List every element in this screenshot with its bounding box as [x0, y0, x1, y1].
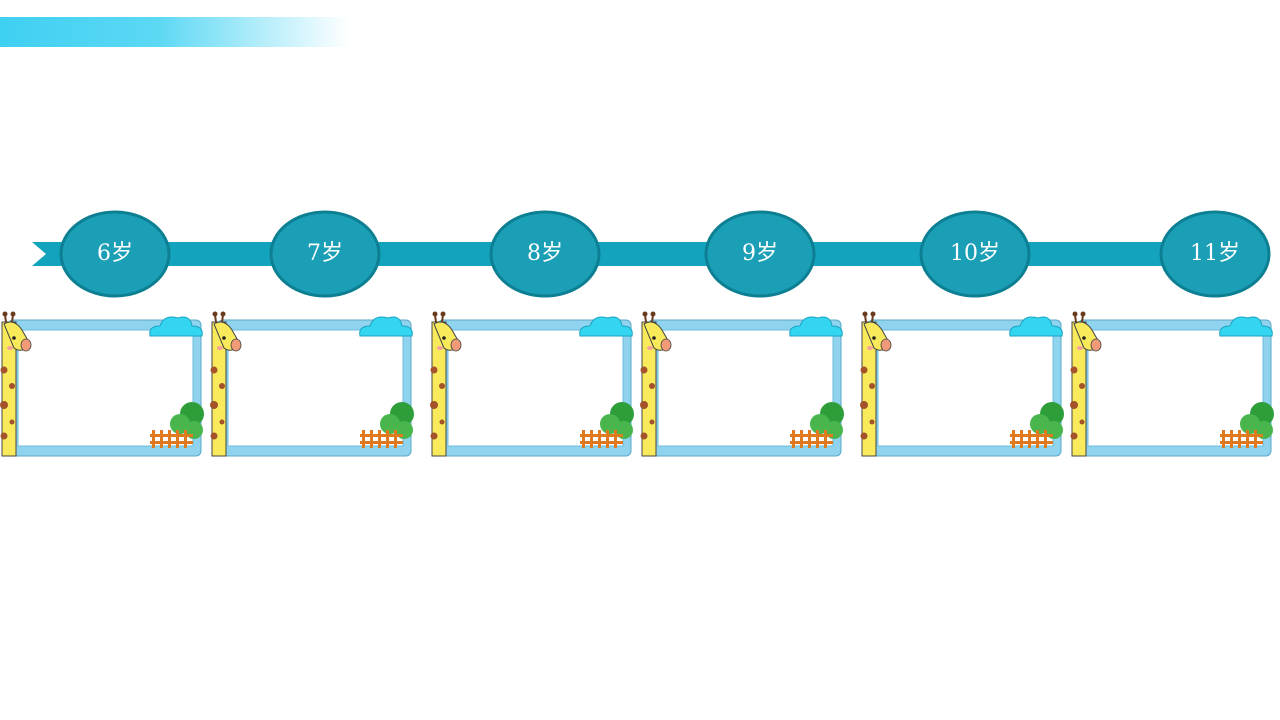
age-label: 8岁 — [527, 241, 563, 266]
bush-icon — [1030, 402, 1064, 439]
frame-photo-area — [877, 329, 1054, 447]
age-label: 6岁 — [97, 241, 133, 266]
giraffe-icon — [430, 311, 462, 457]
photo-frame — [430, 310, 635, 460]
timeline-ribbon — [32, 242, 1230, 266]
giraffe-icon — [1070, 311, 1102, 457]
age-node — [1159, 210, 1271, 298]
cloud-icon — [359, 316, 413, 337]
age-node — [489, 210, 601, 298]
header-gradient-bar — [0, 17, 350, 47]
age-node — [269, 210, 381, 298]
bush-icon — [810, 402, 844, 439]
photo-frame — [1070, 310, 1275, 460]
fence-icon — [1010, 430, 1053, 448]
age-label: 7岁 — [307, 241, 343, 266]
photo-frame — [210, 310, 415, 460]
photo-frame — [860, 310, 1065, 460]
cloud-icon — [789, 316, 843, 337]
photo-frame — [640, 310, 845, 460]
giraffe-icon — [640, 311, 672, 457]
frame-photo-area — [227, 329, 404, 447]
giraffe-icon — [210, 311, 242, 457]
fence-icon — [1220, 430, 1263, 448]
frame-photo-area — [17, 329, 194, 447]
cloud-icon — [149, 316, 203, 337]
photo-frame — [0, 310, 205, 460]
giraffe-icon — [860, 311, 892, 457]
fence-icon — [360, 430, 403, 448]
age-label: 9岁 — [742, 241, 778, 266]
age-node — [919, 210, 1031, 298]
frame-photo-area — [657, 329, 834, 447]
cloud-icon — [1219, 316, 1273, 337]
bush-icon — [170, 402, 204, 439]
fence-icon — [790, 430, 833, 448]
age-node — [59, 210, 171, 298]
age-label: 10岁 — [950, 241, 1000, 266]
frame-photo-area — [1087, 329, 1264, 447]
giraffe-icon — [0, 311, 32, 457]
fence-icon — [150, 430, 193, 448]
frame-photo-area — [447, 329, 624, 447]
fence-icon — [580, 430, 623, 448]
age-label: 11岁 — [1190, 241, 1240, 266]
age-node — [704, 210, 816, 298]
cloud-icon — [579, 316, 633, 337]
cloud-icon — [1009, 316, 1063, 337]
bush-icon — [380, 402, 414, 439]
